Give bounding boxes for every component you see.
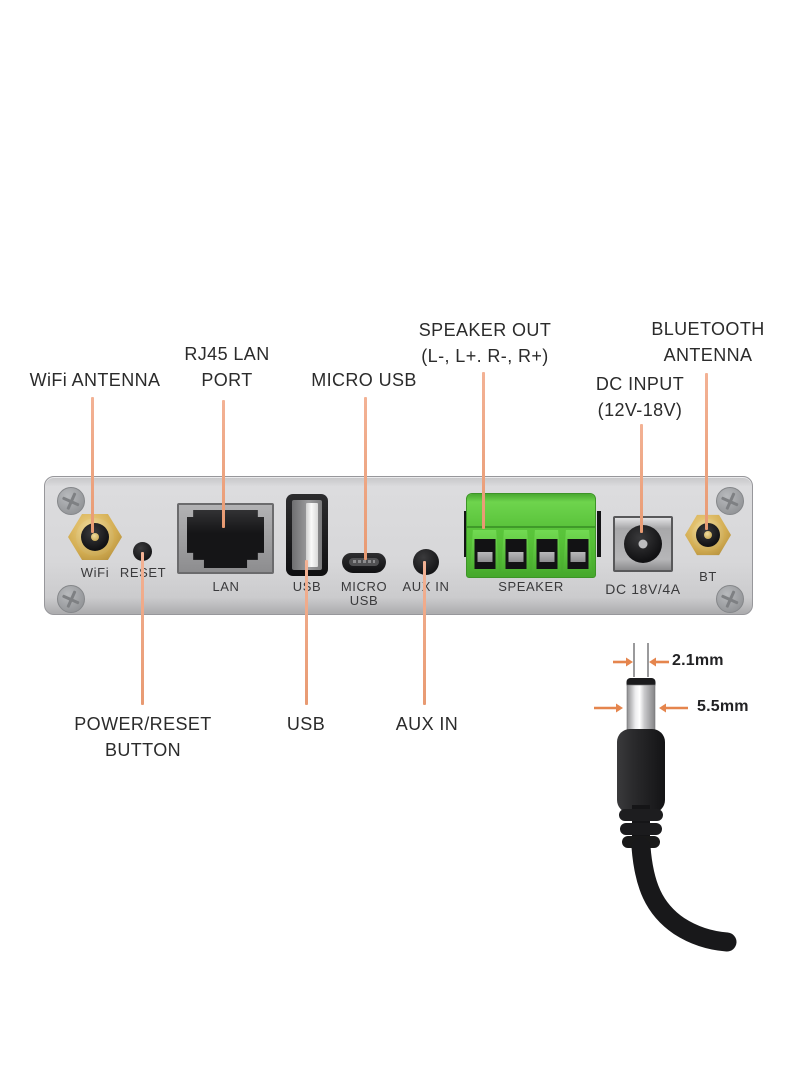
screw-cross-icon [54,484,88,518]
dc-plug-illustration [594,643,737,952]
panel-label-bt: BT [699,569,717,584]
reset-button [133,542,152,561]
leader-line-lan-port [222,400,225,528]
panel-label-speaker: SPEAKER [498,579,564,594]
screw-bottom-right [716,585,744,613]
micro-usb-pins [353,560,375,563]
leader-line-dc-input [640,424,643,533]
aux-in-jack [413,549,439,575]
label-speaker-out: SPEAKER OUT (L-, L+. R-, R+) [385,317,585,369]
panel-label-micro-usb: MICRO USB [340,579,388,608]
pin-dimension-arrows [613,657,669,667]
lan-port [177,503,274,574]
leader-line-power-reset [141,552,144,705]
panel-label-lan: LAN [212,579,240,594]
wifi-connector-pin [91,533,99,541]
dc-jack-pin [638,539,648,549]
panel-label-wifi: WiFi [80,565,110,580]
label-speaker-out-line2: (L-, L+. R-, R+) [421,346,549,366]
speaker-terminal-lid [467,494,595,528]
label-aux-in-bottom: AUX IN [367,711,487,737]
plug-body [617,729,665,813]
lan-port-opening [187,510,264,568]
label-bluetooth-line2: ANTENNA [663,345,753,365]
label-power-reset-line1: POWER/RESET [74,714,212,734]
dimension-pin: 2.1mm [672,652,724,669]
panel-label-dc: DC 18V/4A [605,581,681,597]
label-dc-input-line2: (12V-18V) [597,400,683,420]
leader-line-aux-in [423,561,426,705]
speaker-terminal-1 [470,530,499,572]
label-aux-in-bottom-text: AUX IN [395,714,459,734]
screw-cross-icon [54,582,88,616]
leader-line-usb [305,560,308,705]
plug-cable [631,837,737,952]
dc-input-jack [613,516,673,572]
screw-cross-icon [713,484,747,518]
label-micro-usb: MICRO USB [284,367,444,393]
label-wifi-antenna: WiFi ANTENNA [0,367,190,393]
speaker-terminal-4 [563,530,592,572]
speaker-terminal-cells [469,530,593,572]
leader-line-wifi-antenna [91,397,94,533]
bt-antenna-connector [685,514,731,556]
screw-bottom-left [57,585,85,613]
device-rear-panel: WiFi RESET LAN USB MICRO US [44,476,753,615]
label-rj45-lan-port: RJ45 LAN PORT [147,341,307,393]
screw-top-left [57,487,85,515]
label-dc-input: DC INPUT (12V-18V) [560,371,720,423]
leader-line-speaker-out [482,372,485,529]
screw-top-right [716,487,744,515]
label-rj45-line1: RJ45 LAN [184,344,270,364]
label-power-reset-button: POWER/RESET BUTTON [43,711,243,763]
label-rj45-line2: PORT [201,370,253,390]
usb-port-cavity [292,500,322,570]
screw-cross-icon [713,582,747,616]
label-speaker-out-line1: SPEAKER OUT [418,320,552,340]
usb-port-tongue [306,503,318,567]
barrel-dimension-arrows [594,703,688,713]
label-wifi-antenna-text: WiFi ANTENNA [29,370,161,390]
micro-usb-port [342,553,386,573]
label-bluetooth-line1: BLUETOOTH [651,319,765,339]
label-usb-bottom-text: USB [286,714,326,734]
plug-metal-barrel [626,684,656,731]
label-dc-input-line1: DC INPUT [595,374,685,394]
label-usb-bottom: USB [246,711,366,737]
panel-label-aux-in: AUX IN [402,579,450,594]
dimension-barrel: 5.5mm [697,698,749,715]
wifi-antenna-connector [68,513,122,561]
bt-connector-pin [704,531,712,539]
label-power-reset-line2: BUTTON [104,740,182,760]
leader-line-bt-antenna [705,373,708,530]
speaker-terminal-2 [501,530,530,572]
speaker-terminal-block [466,493,596,578]
label-bluetooth-antenna: BLUETOOTH ANTENNA [618,316,798,368]
speaker-terminal-side-right [597,511,601,557]
pin-dimension-lines [633,643,649,677]
label-micro-usb-text: MICRO USB [311,370,417,390]
leader-line-micro-usb [364,397,367,560]
speaker-terminal-3 [532,530,561,572]
dc-jack-hole [624,525,662,563]
